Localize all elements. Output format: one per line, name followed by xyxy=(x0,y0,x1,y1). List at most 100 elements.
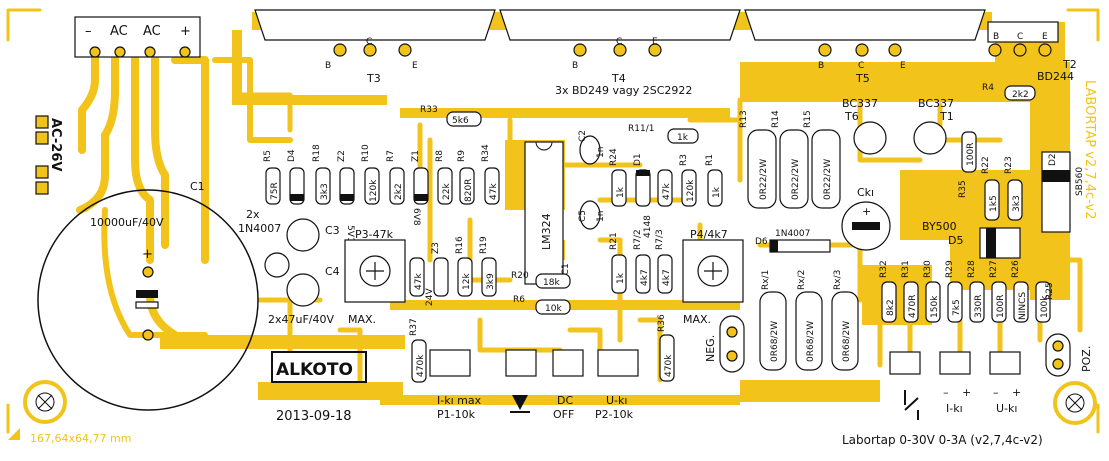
c1-value: 10000uF/40V xyxy=(90,216,164,229)
board-title: Labortap 0-30V 0-3A (v2,7,4c-v2) xyxy=(842,433,1043,447)
c5-ref: C5 xyxy=(578,210,588,222)
r5-value: 75R xyxy=(270,182,280,200)
c1-ref: C1 xyxy=(190,180,205,193)
p3-max: MAX. xyxy=(348,313,376,326)
resistors-r37-r36: R37 R36 470k 470k xyxy=(409,314,675,383)
r8-value: 22k xyxy=(442,183,452,200)
heatsink-t5 xyxy=(744,9,986,41)
t1-type: BC337 xyxy=(918,97,954,110)
r22-ref: R22 xyxy=(981,156,991,174)
r30-ref: R30 xyxy=(923,260,933,278)
mirror-title: LABORTAP v2,7,4c-v2 xyxy=(1082,80,1097,219)
mains-term-3: AC xyxy=(143,24,161,39)
logo-text: ALKOTO xyxy=(276,360,353,380)
c3-ref: C3 xyxy=(325,224,340,237)
r19-value: 3k9 xyxy=(486,273,496,290)
mains-term-4: + xyxy=(180,24,191,39)
t5-e: E xyxy=(900,61,906,71)
resistor-bank-middle: R24 D1 R3 R1 1k 4148 47k 120k 1k xyxy=(609,148,723,238)
ic-ref: IC1 xyxy=(561,263,571,278)
t1-ref: T1 xyxy=(939,110,954,123)
board-dims: 167,64x64,77 mm xyxy=(30,432,131,445)
rx3-ref: Rx/3 xyxy=(833,270,843,290)
r30-value: 150k xyxy=(930,295,940,318)
bottom-headers xyxy=(429,349,1021,377)
trimmer-p4: P4/4k7 MAX. xyxy=(682,228,744,326)
left-bank-labels: R5 D4 R18 Z2 R10 R7 Z1 R8 R9 R34 75R 3k3… xyxy=(263,144,499,243)
diode-d6: D6 1N4007 xyxy=(755,229,831,253)
r31-ref: R31 xyxy=(901,260,911,278)
mains-term-2: AC xyxy=(110,24,128,39)
t2-label: T2 xyxy=(1062,58,1077,71)
rx1-value: 0R68/2W xyxy=(770,321,780,362)
r1-ref: R1 xyxy=(705,154,715,166)
r7-2-ref: R7/2 xyxy=(633,229,643,250)
r24-value: 1k xyxy=(616,186,626,198)
ic-type: LM324 xyxy=(540,213,553,250)
p2-title: U-kı xyxy=(606,394,627,407)
p2-label: P2-10k xyxy=(595,408,634,421)
off-label: OFF xyxy=(553,408,574,421)
r33-value: 5k6 xyxy=(452,116,469,126)
resistor-bank-right xyxy=(881,281,1051,323)
r10-value: 120k xyxy=(369,179,379,202)
r13-ref: R13 xyxy=(739,110,749,128)
c1-plus: + xyxy=(142,247,153,262)
transistor-t6: BC337 T6 xyxy=(842,97,887,155)
r19-ref: R19 xyxy=(479,236,489,254)
r24-ref: R24 xyxy=(609,148,619,166)
ac-input-pads xyxy=(35,115,49,195)
c2-ref: C2 xyxy=(578,130,588,142)
r3-ref: R3 xyxy=(679,154,689,166)
led-icon xyxy=(510,395,530,413)
heatsink-t3 xyxy=(254,9,496,41)
r3-value: 47k xyxy=(662,183,672,200)
r21-ref: R21 xyxy=(609,232,619,250)
r11-ref: R11/1 xyxy=(628,124,654,134)
mounting-hole-right xyxy=(1053,381,1097,425)
rx2-ref: Rx/2 xyxy=(797,270,807,290)
capacitors-c3-c4: C3 C4 2x47uF/40V xyxy=(264,218,340,326)
r33-ref: R33 xyxy=(420,105,438,115)
uk-minus: – xyxy=(993,386,999,399)
r18-value: 3k3 xyxy=(320,183,330,200)
capacitor-ck: Ckı + xyxy=(841,186,891,251)
r5-ref: R5 xyxy=(263,150,273,162)
r7-2-value: 4k7 xyxy=(640,269,650,286)
diode-count: 2x xyxy=(246,208,260,221)
ck-plus: + xyxy=(862,205,871,218)
r36-ref: R36 xyxy=(657,314,667,332)
d1-value: 4148 xyxy=(643,215,653,238)
rx1-ref: Rx/1 xyxy=(761,270,771,290)
z2-value: 5V1 xyxy=(345,225,355,243)
neg-connector: NEG. xyxy=(704,315,745,373)
z1-value: 6V8 xyxy=(411,208,421,226)
r4-ref: R4 xyxy=(982,83,994,93)
t3-e: E xyxy=(412,61,418,71)
logo-alkoto: ALKOTO xyxy=(271,351,367,383)
diode-d2: D2 SB560 xyxy=(1041,151,1085,233)
r10-ref: R10 xyxy=(361,144,371,162)
c4-ref: C4 xyxy=(325,265,340,278)
r34b-value: 47k xyxy=(414,273,424,290)
d2-ref: D2 xyxy=(1048,153,1058,166)
d5-ref: D5 xyxy=(948,234,963,247)
r8-ref: R8 xyxy=(435,150,445,162)
r1b-value: 1k xyxy=(712,186,722,198)
d1-ref: D1 xyxy=(633,153,643,166)
r28-ref: R28 xyxy=(967,260,977,278)
r29-value: 7k5 xyxy=(952,299,962,316)
uk-label: U-kı xyxy=(996,402,1017,415)
d2-value: SB560 xyxy=(1075,167,1085,196)
power-transistor-note: 3x BD249 vagy 2SC2922 xyxy=(555,84,692,97)
d5-value: BY500 xyxy=(922,220,957,233)
r6-value: 10k xyxy=(545,304,562,314)
r9-value: 820R xyxy=(464,179,474,202)
resistor-r11: R11/1 1k xyxy=(628,124,699,144)
r16-ref: R16 xyxy=(455,236,465,254)
mains-term-1: – xyxy=(85,24,92,39)
t4-c: C xyxy=(616,37,622,47)
c34-value: 2x47uF/40V xyxy=(268,313,335,326)
r35-ref: R35 xyxy=(958,180,968,198)
